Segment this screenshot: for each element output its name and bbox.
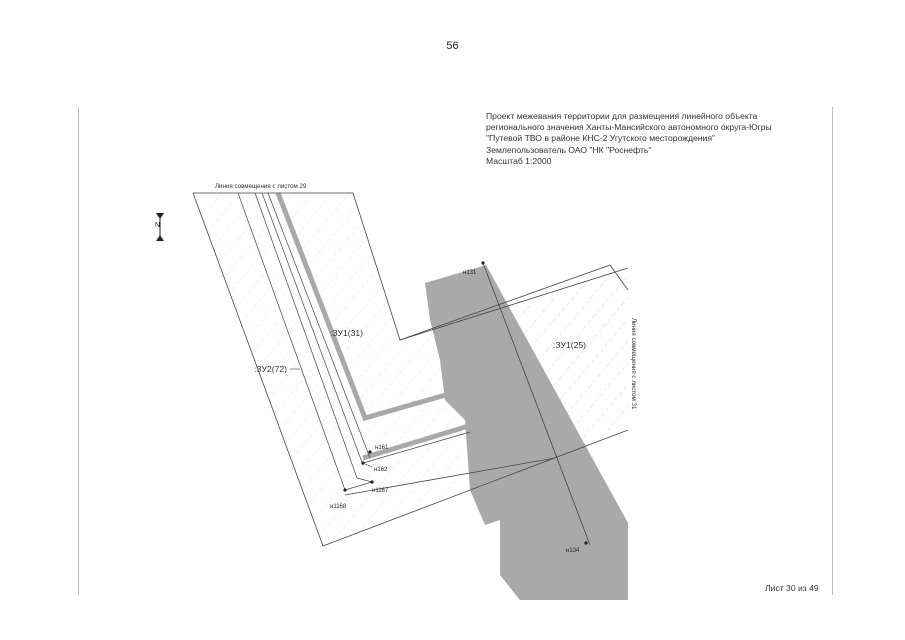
- linear-object-pipeline: [275, 192, 471, 422]
- linear-object-branch: [362, 422, 473, 461]
- title-line-4: Землепользователь ОАО "НК "Роснефть": [486, 144, 652, 155]
- point-label-n1167: н1167: [372, 488, 389, 494]
- north-arrow-icon: N: [155, 213, 164, 241]
- road-axis-line: [482, 262, 591, 546]
- parcel-boundary-outer: [192, 192, 629, 547]
- parcel-boundary-top: [193, 192, 629, 341]
- point-n161: [368, 450, 372, 454]
- parcel-boundary-lower: [344, 457, 556, 496]
- frame-right-border: [832, 107, 833, 595]
- point-label-n161: н161: [375, 445, 389, 451]
- sheet-number: Лист 30 из 49: [765, 583, 819, 593]
- point-n134: [584, 541, 588, 545]
- north-symbol: N: [155, 222, 160, 229]
- point-label-n134: н134: [566, 548, 580, 554]
- point-n1167: [370, 480, 374, 484]
- page-number: 56: [446, 40, 459, 52]
- frame-left-border: [78, 107, 79, 595]
- point-n131: [481, 261, 485, 265]
- title-line-3: "Путевой ТВО в районе КНС-2 Угутского ме…: [486, 133, 716, 144]
- point-n1168: [343, 488, 347, 492]
- point-label-n131: н131: [463, 270, 477, 276]
- parcel-label-zu2-72: :ЗУ2(72): [254, 364, 287, 374]
- parcel-boundary-zu1-25: [399, 264, 629, 341]
- point-label-n1168: н1168: [330, 504, 347, 510]
- parcel-label-zu1-31: :ЗУ1(31): [330, 328, 363, 338]
- match-line-top-label: Линия совмещения с листом 29: [215, 183, 307, 190]
- match-line-right-label: Линия совмещения с листом 31: [630, 318, 637, 410]
- title-block: Проект межевания территории для размещен…: [486, 111, 816, 167]
- scale-label: Масштаб 1:2000: [486, 155, 552, 166]
- road-fill: [425, 265, 628, 600]
- point-label-n162: н162: [374, 467, 388, 473]
- parcel-label-zu1-25: :ЗУ1(25): [553, 340, 586, 350]
- title-line-1: Проект межевания территории для размещен…: [486, 111, 758, 121]
- title-line-2: регионального значения Ханты-Мансийского…: [486, 122, 772, 133]
